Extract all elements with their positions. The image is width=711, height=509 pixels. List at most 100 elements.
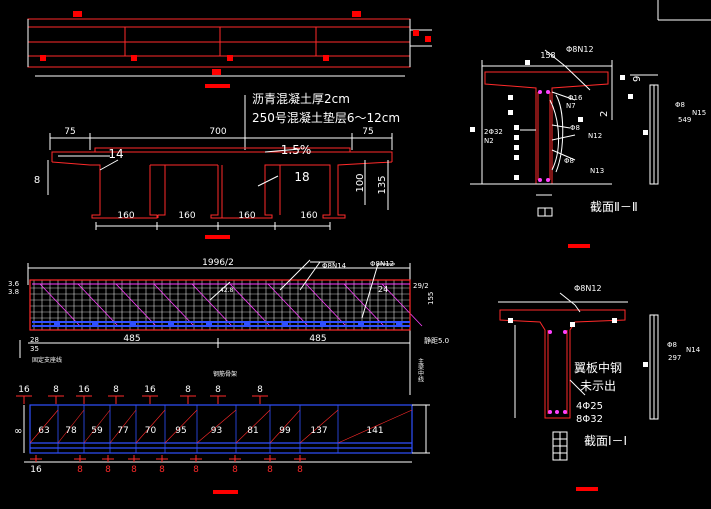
label-n7: N7: [566, 102, 576, 110]
bottom-dim-label: 16: [30, 465, 42, 475]
bay-diagonal: [57, 409, 85, 444]
bay-value: 59: [91, 426, 103, 436]
paving-note-1: 沥青混凝土厚2cm: [252, 91, 350, 106]
total-height: 135: [377, 175, 388, 194]
mid-label-24: 24: [378, 285, 388, 294]
spacing-label: 16: [18, 385, 30, 395]
bay-diagonal: [164, 409, 198, 444]
bay-diagonal: [235, 409, 271, 444]
spacing-3: 160: [238, 211, 255, 221]
bent-bar: [115, 283, 157, 327]
bent-bar: [39, 283, 81, 327]
section-i-i: Φ8N12 翼板中钢 未示出 4Φ25 8Φ32 Φ8 N14 297 截面Ⅰ－…: [498, 284, 701, 491]
section-ii-ii: 158 Φ8N12 Φ16 N7 2Φ32 N2 Φ8 N12 Φ8 N13 9…: [470, 45, 706, 248]
bar-mark: [54, 321, 60, 327]
spacing-label: 8: [113, 385, 119, 395]
label-2: 2: [599, 111, 610, 117]
left-small-1: 28: [30, 336, 39, 344]
label-phi8-b: Φ8: [564, 157, 574, 165]
dim-right: 75: [362, 127, 373, 137]
bottom-dim-label: 8: [297, 465, 303, 475]
bay-diagonal: [299, 409, 339, 444]
section-i-rebar-2: 8Φ32: [576, 414, 603, 425]
bay-diagonal: [83, 409, 111, 444]
bay-value: 137: [310, 426, 327, 436]
side-phi8: Φ8: [675, 101, 685, 109]
beam-height: 100: [355, 173, 366, 192]
bay-diagonal: [196, 409, 237, 444]
centerline-note: 主梁中线: [417, 357, 424, 382]
right-dim-1: 29/2: [413, 282, 429, 290]
bay-diagonal: [135, 409, 166, 444]
bottom-dim-label: 8: [193, 465, 199, 475]
half-span: 1996/2: [202, 258, 234, 268]
girder-rebar-elevation: 1996/2 Φ8N14 Φ8N12 3.6 3.8 29/2 155 24 4…: [8, 258, 449, 395]
side-549: 549: [678, 116, 691, 124]
bay-value: 70: [145, 426, 157, 436]
bent-bar: [191, 283, 233, 327]
bottom-dim-1: 485: [123, 334, 140, 344]
spacing-2: 160: [178, 211, 195, 221]
label-phi16: Φ16: [568, 94, 583, 102]
left-dim-1: 3.6: [8, 280, 20, 288]
spacing-label: 8: [257, 385, 263, 395]
bay-value: 141: [366, 426, 383, 436]
bent-bar: [153, 283, 195, 327]
bar-mark: [282, 321, 288, 327]
bay-value: 95: [175, 426, 186, 436]
spacing-4: 160: [300, 211, 317, 221]
section-i-rebar-1: 4Φ25: [576, 401, 603, 412]
bottom-dim-label: 8: [77, 465, 83, 475]
label-phi8-a: Φ8: [570, 124, 580, 132]
bottom-dim-label: 8: [105, 465, 111, 475]
title-block-fragment: [657, 0, 711, 21]
bottom-dim-label: 8: [267, 465, 273, 475]
bent-bar: [305, 283, 347, 327]
slope-label: 1.5%: [281, 143, 312, 157]
spacing-label: 16: [144, 385, 156, 395]
plan-left-height: ∞: [14, 426, 22, 437]
spacing-label: 8: [53, 385, 59, 395]
bent-bar: [229, 283, 271, 327]
plan-top-spacings: 16 8 16 8 16 8 8 8: [16, 385, 268, 404]
mid-label-428: 42.8: [220, 287, 234, 294]
bottom-dim-label: 8: [131, 465, 137, 475]
bent-bar: [343, 283, 385, 327]
bay-value: 99: [279, 426, 291, 436]
spacing-label: 16: [78, 385, 90, 395]
bottom-dim-2: 485: [309, 334, 326, 344]
bent-bar: [381, 283, 423, 327]
label-n13: N13: [590, 167, 604, 175]
beam-spacings: 160 160 160 160: [117, 211, 317, 221]
paving-note-2: 250号混凝土垫层6～12cm: [252, 110, 400, 125]
side-i-297: 297: [668, 354, 681, 362]
side-i-phi8: Φ8: [667, 341, 677, 349]
bar-mark: [320, 321, 326, 327]
section-i-top-label: Φ8N12: [574, 284, 602, 293]
spacing-1: 160: [117, 211, 134, 221]
section-i-note-2: 未示出: [580, 379, 616, 393]
bay-value: 81: [247, 426, 258, 436]
spacing-label: 8: [215, 385, 221, 395]
dim-mid: 700: [209, 127, 226, 137]
spacing-label: 8: [185, 385, 191, 395]
label-n14: Φ8N14: [322, 262, 347, 270]
bent-bar: [77, 283, 119, 327]
label-n12-elev: Φ8N12: [370, 260, 394, 268]
left-height: 8: [34, 175, 40, 186]
right-depth: 18: [294, 170, 309, 184]
bar-mark: [92, 321, 98, 327]
bent-bar: [267, 283, 309, 327]
bar-mark: [206, 321, 212, 327]
bay-diagonal: [29, 409, 59, 444]
top-girder-elevation: [27, 11, 432, 88]
bottom-dim-label: 8: [159, 465, 165, 475]
bay-value: 78: [65, 426, 77, 436]
right-note: 静距5.0: [424, 336, 449, 345]
label-n12: N12: [588, 132, 602, 140]
section-ii-title: 截面Ⅱ－Ⅱ: [590, 200, 638, 214]
bay-value: 93: [211, 426, 222, 436]
